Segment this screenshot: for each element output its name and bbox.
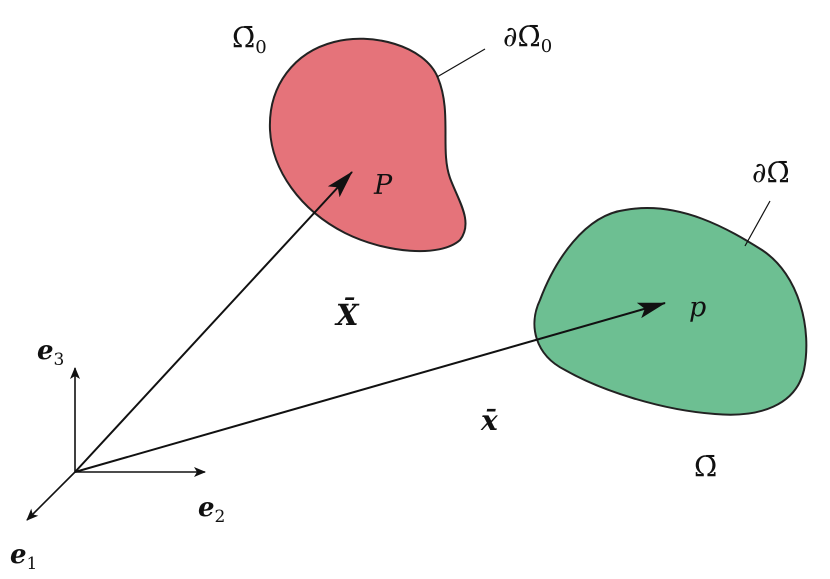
current-boundary-leader: [744, 200, 771, 247]
current-position-vector: [74, 302, 666, 473]
reference-boundary-label: ∂Ω̄0: [503, 20, 552, 57]
reference-boundary-leader: [436, 48, 486, 78]
reference-position-vector: [74, 171, 353, 473]
current-body-shape: [533, 207, 808, 416]
current-position-label: x̄: [480, 404, 498, 437]
current-point-label: p: [689, 292, 706, 323]
reference-body-shape: [268, 37, 467, 253]
current-boundary-label: ∂Ω̄: [752, 156, 790, 189]
reference-body-label: Ω̄0: [232, 21, 267, 58]
current-body-label: Ω̄: [694, 450, 717, 483]
reference-position-label: X̄: [334, 297, 360, 332]
reference-point-label: P: [373, 170, 393, 201]
e2-label: e2: [198, 493, 225, 527]
e1-label: e1: [10, 540, 37, 574]
e1-axis: [26, 471, 76, 521]
e3-label: e3: [37, 336, 64, 370]
